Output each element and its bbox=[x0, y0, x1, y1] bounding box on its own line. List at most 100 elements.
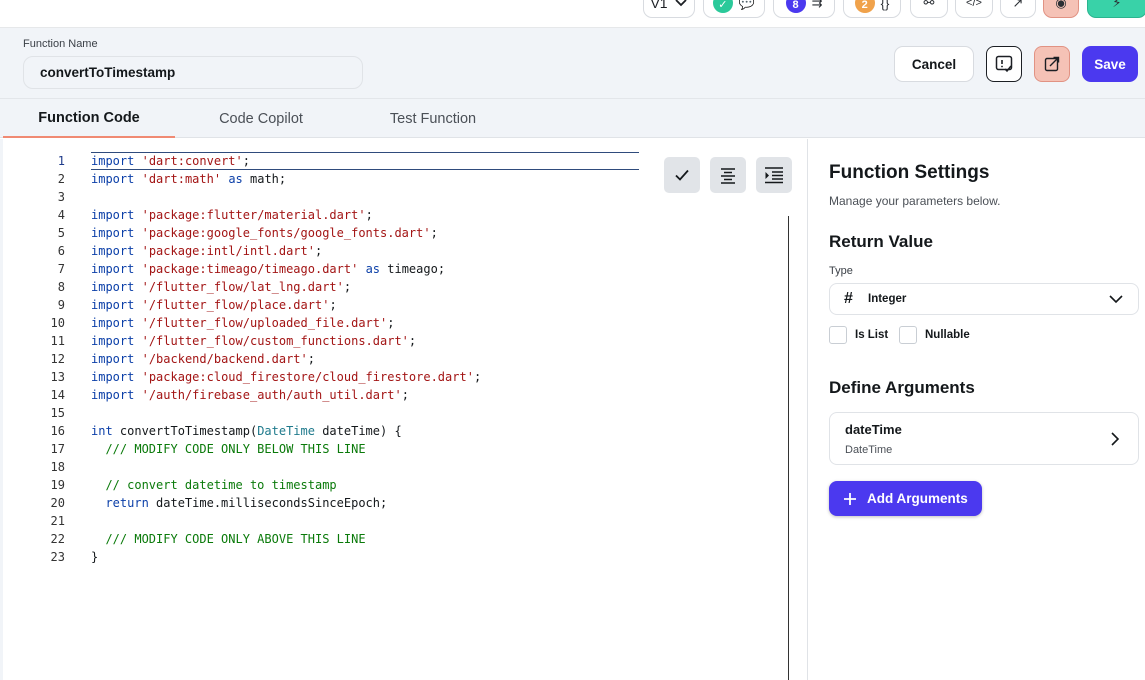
code-token: ; bbox=[314, 244, 323, 258]
nullable-label: Nullable bbox=[925, 329, 970, 341]
code-line[interactable]: 15 bbox=[3, 404, 643, 422]
tasks-button[interactable]: 8 ⇉ bbox=[773, 0, 835, 18]
compile-check-button[interactable] bbox=[664, 157, 700, 193]
code-token: import bbox=[91, 154, 135, 168]
code-token: as bbox=[228, 172, 243, 186]
code-token: 'dart:math' bbox=[141, 172, 222, 186]
code-line[interactable]: 10 import '/flutter_flow/uploaded_file.da… bbox=[3, 314, 643, 332]
export-button[interactable]: ↗ bbox=[1000, 0, 1036, 18]
line-number: 18 bbox=[50, 460, 65, 474]
cancel-button[interactable]: Cancel bbox=[894, 46, 974, 82]
line-content: return dateTime.millisecondsSinceEpoch; bbox=[91, 494, 387, 512]
code-line[interactable]: 21 bbox=[3, 512, 643, 530]
bug-icon: {} bbox=[880, 0, 890, 11]
code-token: import bbox=[91, 280, 135, 294]
view-code-button[interactable]: </> bbox=[955, 0, 993, 18]
line-content: import 'dart:convert'; bbox=[91, 152, 250, 170]
function-name-input[interactable]: convertToTimestamp bbox=[23, 56, 363, 89]
share-nodes-icon: ⚯ bbox=[923, 0, 935, 10]
line-number: 13 bbox=[50, 370, 65, 384]
code-review-icon bbox=[995, 55, 1013, 73]
code-token: ; bbox=[408, 334, 417, 348]
lightning-icon: ⚡ bbox=[1112, 0, 1122, 10]
argument-card[interactable]: dateTime DateTime bbox=[829, 412, 1139, 465]
line-content: import 'package:cloud_firestore/cloud_fi… bbox=[91, 368, 481, 386]
code-token bbox=[358, 262, 365, 276]
run-button[interactable]: ⚡ bbox=[1087, 0, 1145, 18]
line-number: 14 bbox=[50, 388, 65, 402]
line-number: 9 bbox=[57, 298, 65, 312]
code-token: ; bbox=[430, 226, 438, 240]
line-content: import '/flutter_flow/uploaded_file.dart… bbox=[91, 314, 394, 332]
comments-button[interactable]: ✓ 💬 bbox=[703, 0, 765, 18]
code-token: 'dart:convert' bbox=[141, 154, 243, 168]
code-token: ; bbox=[242, 154, 250, 168]
open-external-icon: ↗ bbox=[1012, 0, 1024, 10]
top-toolbar: V1 ✓ 💬 8 ⇉ 2 {} ⚯ </> ↗ ◉ ⚡ bbox=[0, 0, 1145, 28]
code-line[interactable]: 18 bbox=[3, 458, 643, 476]
bugs-count-badge: 2 bbox=[854, 0, 875, 13]
tab-function-code[interactable]: Function Code bbox=[3, 99, 175, 138]
code-line[interactable]: 17 /// MODIFY CODE ONLY BELOW THIS LINE bbox=[3, 440, 643, 458]
code-token bbox=[91, 496, 105, 510]
return-value-heading: Return Value bbox=[829, 232, 933, 251]
open-in-new-button[interactable] bbox=[1034, 46, 1070, 82]
line-content: import 'package:google_fonts/google_font… bbox=[91, 224, 438, 242]
code-token: import bbox=[91, 172, 135, 186]
type-label: Type bbox=[829, 265, 853, 277]
code-review-button[interactable] bbox=[986, 46, 1022, 82]
line-content: import 'package:flutter/material.dart'; bbox=[91, 206, 373, 224]
code-line[interactable]: 13 import 'package:cloud_firestore/cloud_… bbox=[3, 368, 643, 386]
code-line[interactable]: 3 bbox=[3, 188, 643, 206]
line-number: 10 bbox=[50, 316, 65, 330]
save-button[interactable]: Save bbox=[1082, 46, 1138, 82]
add-arguments-button[interactable]: Add Arguments bbox=[829, 481, 982, 516]
bugs-button[interactable]: 2 {} bbox=[843, 0, 901, 18]
return-type-select[interactable]: # Integer bbox=[829, 283, 1139, 315]
editor-tabs: Function Code Code Copilot Test Function bbox=[0, 98, 1145, 138]
code-token bbox=[134, 370, 141, 384]
add-arguments-label: Add Arguments bbox=[867, 491, 968, 506]
chevron-down-icon bbox=[1109, 295, 1123, 304]
code-line[interactable]: 19 // convert datetime to timestamp bbox=[3, 476, 643, 494]
tab-test-function[interactable]: Test Function bbox=[389, 110, 477, 127]
is-list-label: Is List bbox=[855, 329, 889, 341]
hash-icon: # bbox=[844, 290, 853, 307]
code-line[interactable]: 23} bbox=[3, 548, 643, 566]
settings-title: Function Settings bbox=[829, 162, 990, 183]
code-token bbox=[134, 352, 141, 366]
indent-button[interactable] bbox=[756, 157, 792, 193]
code-line[interactable]: 22 /// MODIFY CODE ONLY ABOVE THIS LINE bbox=[3, 530, 643, 548]
code-line[interactable]: 20 return dateTime.millisecondsSinceEpoc… bbox=[3, 494, 643, 512]
line-number: 20 bbox=[50, 496, 65, 510]
code-token bbox=[134, 244, 141, 258]
share-button[interactable]: ⚯ bbox=[910, 0, 948, 18]
format-code-button[interactable] bbox=[710, 157, 746, 193]
version-dropdown[interactable]: V1 bbox=[643, 0, 695, 18]
is-list-checkbox[interactable] bbox=[829, 326, 847, 344]
line-number: 16 bbox=[50, 424, 65, 438]
line-number: 3 bbox=[57, 190, 65, 204]
line-number: 21 bbox=[50, 514, 65, 528]
nullable-checkbox[interactable] bbox=[899, 326, 917, 344]
code-token: import bbox=[91, 316, 135, 330]
tab-code-copilot[interactable]: Code Copilot bbox=[219, 110, 303, 127]
line-number: 12 bbox=[50, 352, 65, 366]
code-token bbox=[134, 262, 141, 276]
code-token: /// MODIFY CODE ONLY ABOVE THIS LINE bbox=[105, 532, 366, 546]
preview-button[interactable]: ◉ bbox=[1043, 0, 1079, 18]
